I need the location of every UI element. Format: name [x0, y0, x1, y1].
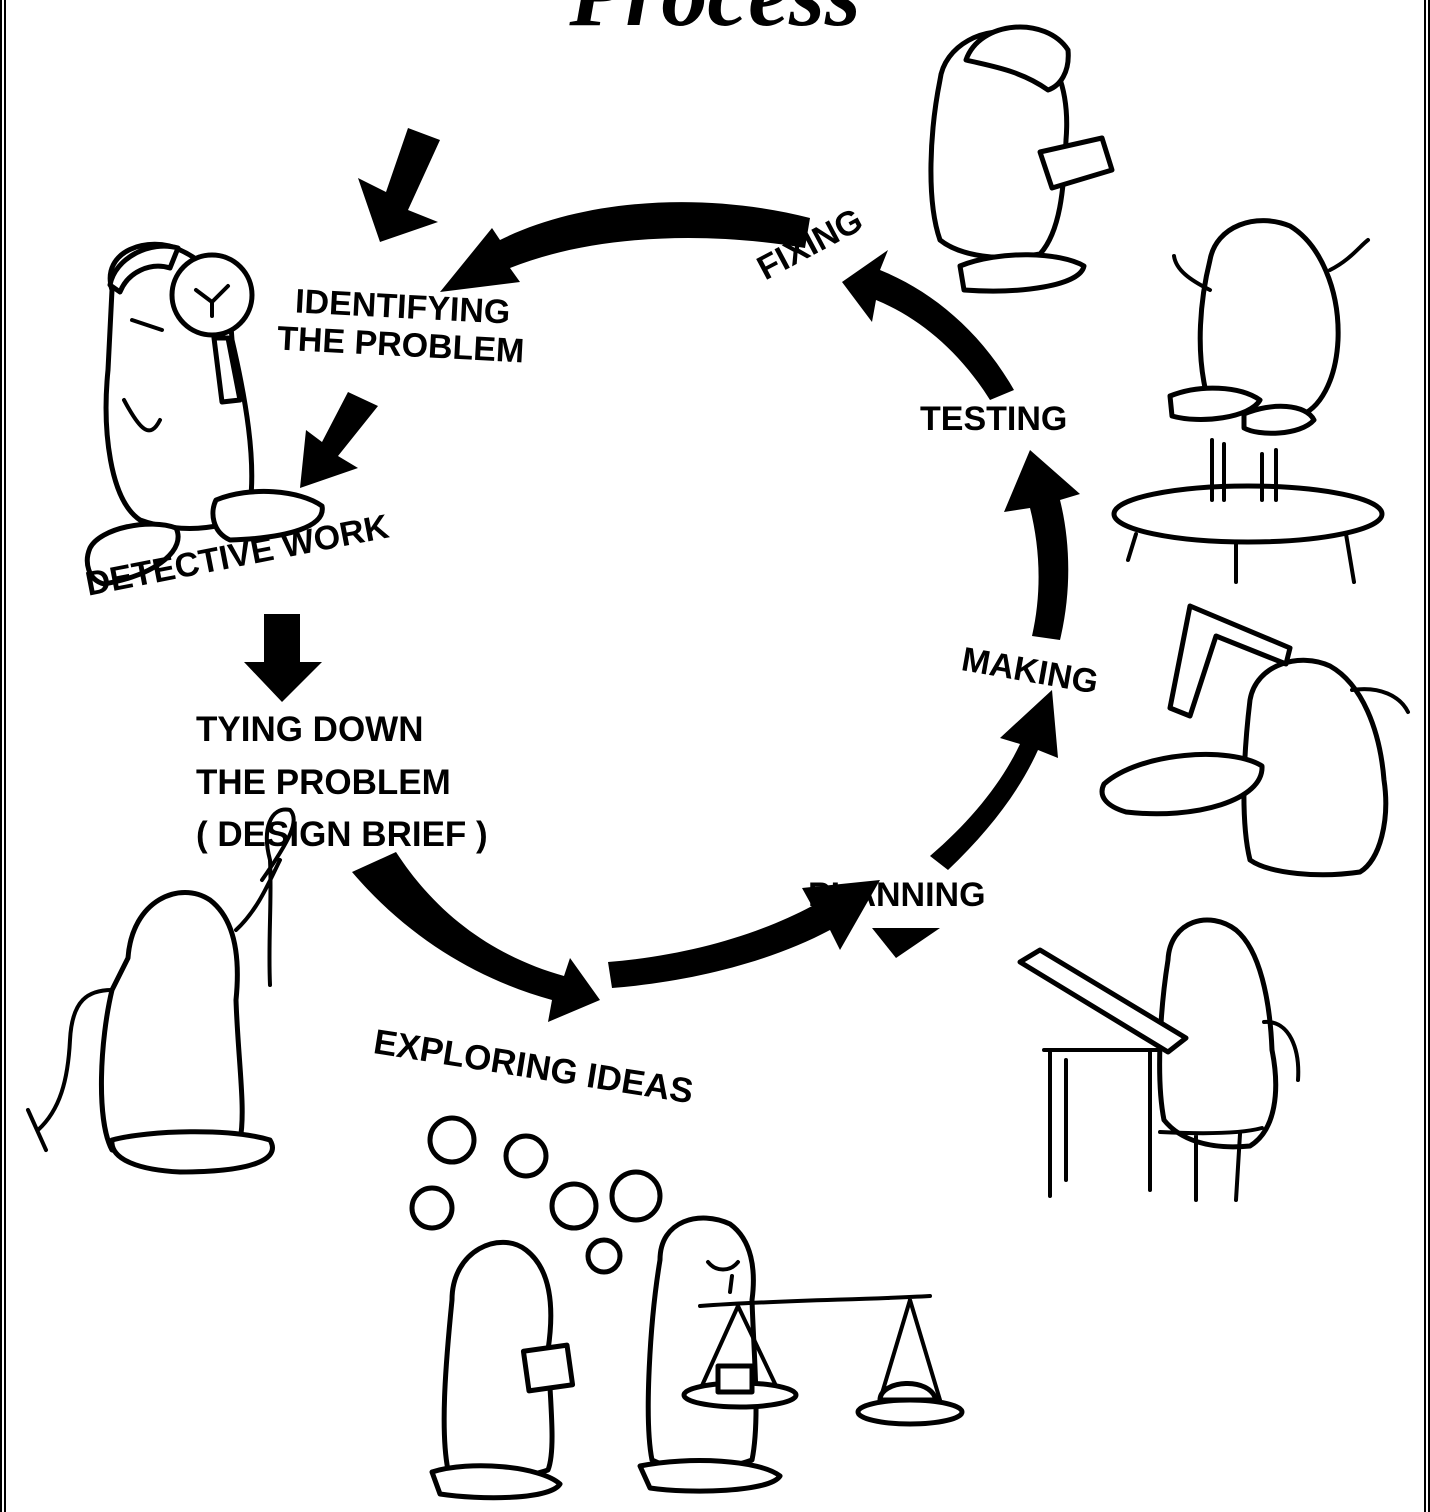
testing-figure: [1111, 218, 1385, 584]
arrow-fixing-to-identifying: [440, 202, 810, 292]
label-planning: PLANNING: [808, 876, 986, 914]
arrow-testing-to-fixing: [842, 250, 1014, 400]
fixing-figure: [928, 24, 1115, 294]
label-testing: TESTING: [920, 400, 1068, 438]
arrow-planning-to-making: [930, 690, 1058, 870]
arrow-making-to-testing: [1004, 450, 1080, 640]
rope-figure: [26, 807, 296, 1175]
planning-pointer: [872, 928, 940, 958]
arrow-detective-to-tying: [244, 614, 322, 702]
exploring-figures: [409, 1115, 965, 1501]
planning-figure: [1017, 917, 1301, 1202]
arrow-exploring-to-planning: [608, 880, 880, 988]
label-identifying-the-problem: IDENTIFYING THE PROBLEM: [276, 282, 526, 371]
entry-arrow: [358, 128, 440, 242]
arrow-tying-to-exploring: [352, 852, 600, 1022]
arrow-identifying-to-detective: [300, 392, 378, 488]
detective-figure: [84, 241, 325, 587]
label-tying-down-the-problem: TYING DOWN THE PROBLEM ( DESIGN BRIEF ): [196, 710, 488, 854]
making-figure: [1099, 603, 1410, 878]
diagram-title: Process: [0, 0, 1430, 40]
